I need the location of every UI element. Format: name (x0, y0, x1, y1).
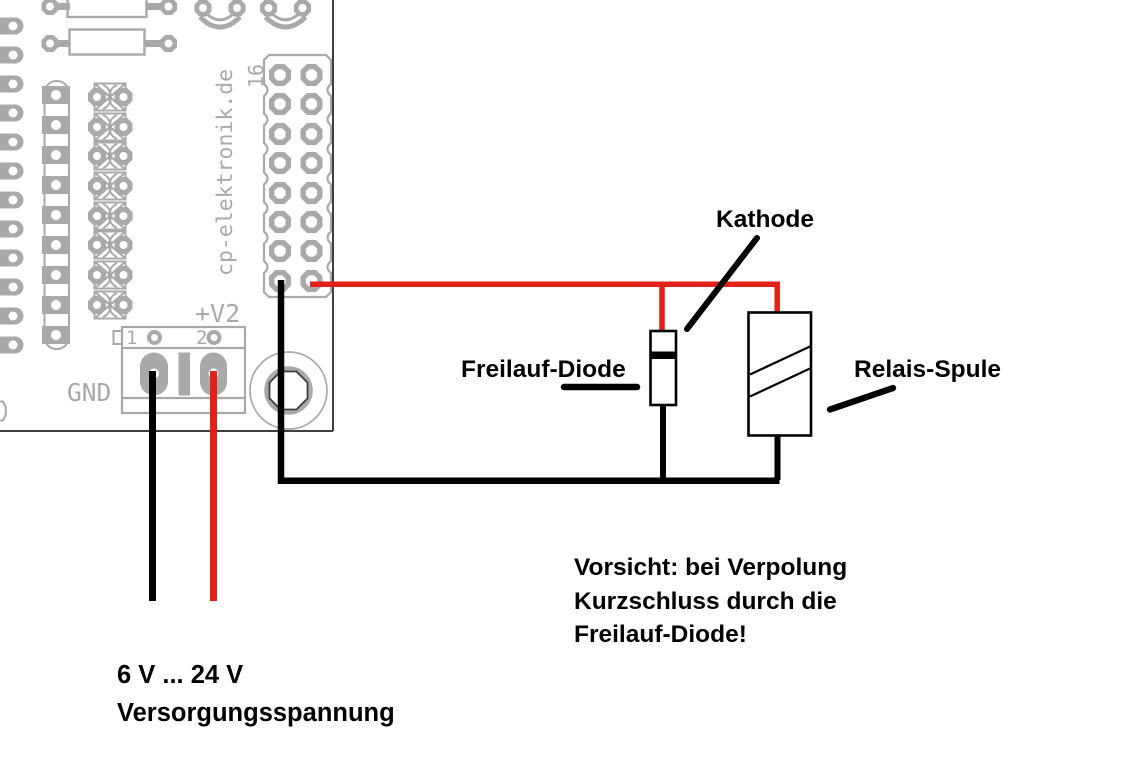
pcb-jumper-footprint-1 (194, 0, 246, 30)
terminal-pin1-label: 1 (126, 327, 137, 349)
supply-voltage-text: 6 V ... 24 V Versorgungsspannung (117, 656, 395, 732)
site-text: cp-elektronik.de (213, 69, 238, 276)
v2-label: +V2 (195, 299, 240, 328)
black-return-wire (277, 280, 780, 484)
polarity-warning-text: Vorsicht: bei Verpolung Kurzschluss durc… (574, 551, 847, 652)
relais-pointer-line (826, 384, 897, 413)
warning-line-2: Kurzschluss durch die (574, 587, 837, 615)
pcb-resistor-footprint-2 (41, 28, 177, 56)
pcb-corner-pad (0, 400, 7, 422)
relais-spule-label: Relais-Spule (854, 356, 1002, 383)
pcb-square-pad-column (42, 80, 70, 350)
kathode-label: Kathode (716, 206, 814, 233)
freilauf-diode-label: Freilauf-Diode (461, 356, 626, 383)
kathode-pointer-line (684, 235, 760, 332)
warning-line-1: Vorsicht: bei Verpolung (574, 554, 848, 581)
pcb-pin-header-16 (262, 53, 333, 299)
pcb-xbox-column (88, 84, 133, 319)
red-positive-wire (310, 281, 780, 313)
pcb-resistor-footprint-1 (41, 0, 177, 19)
header-16-label: 16 (244, 64, 268, 88)
pcb-left-pad-column (0, 17, 24, 422)
wiring (149, 280, 781, 601)
supply-line-1: 6 V ... 24 V (117, 661, 244, 689)
pcb-silkscreen: GND +V2 1 2 16 cp-elektronik.de (0, 0, 334, 432)
pcb-jumper-footprint-2 (260, 0, 311, 30)
warning-line-3: Freilauf-Diode! (574, 621, 747, 648)
gnd-label: GND (67, 378, 111, 407)
terminal-pin2-label: 2 (196, 327, 207, 349)
diode-cathode-band (650, 351, 676, 359)
freewheel-diode-symbol (649, 329, 678, 407)
supply-line-2: Versorgungsspannung (117, 699, 395, 727)
relay-coil-symbol (747, 311, 813, 437)
pcb-mounting-hole (249, 351, 328, 430)
pcb-board-outline (0, 0, 334, 432)
components (560, 235, 897, 437)
